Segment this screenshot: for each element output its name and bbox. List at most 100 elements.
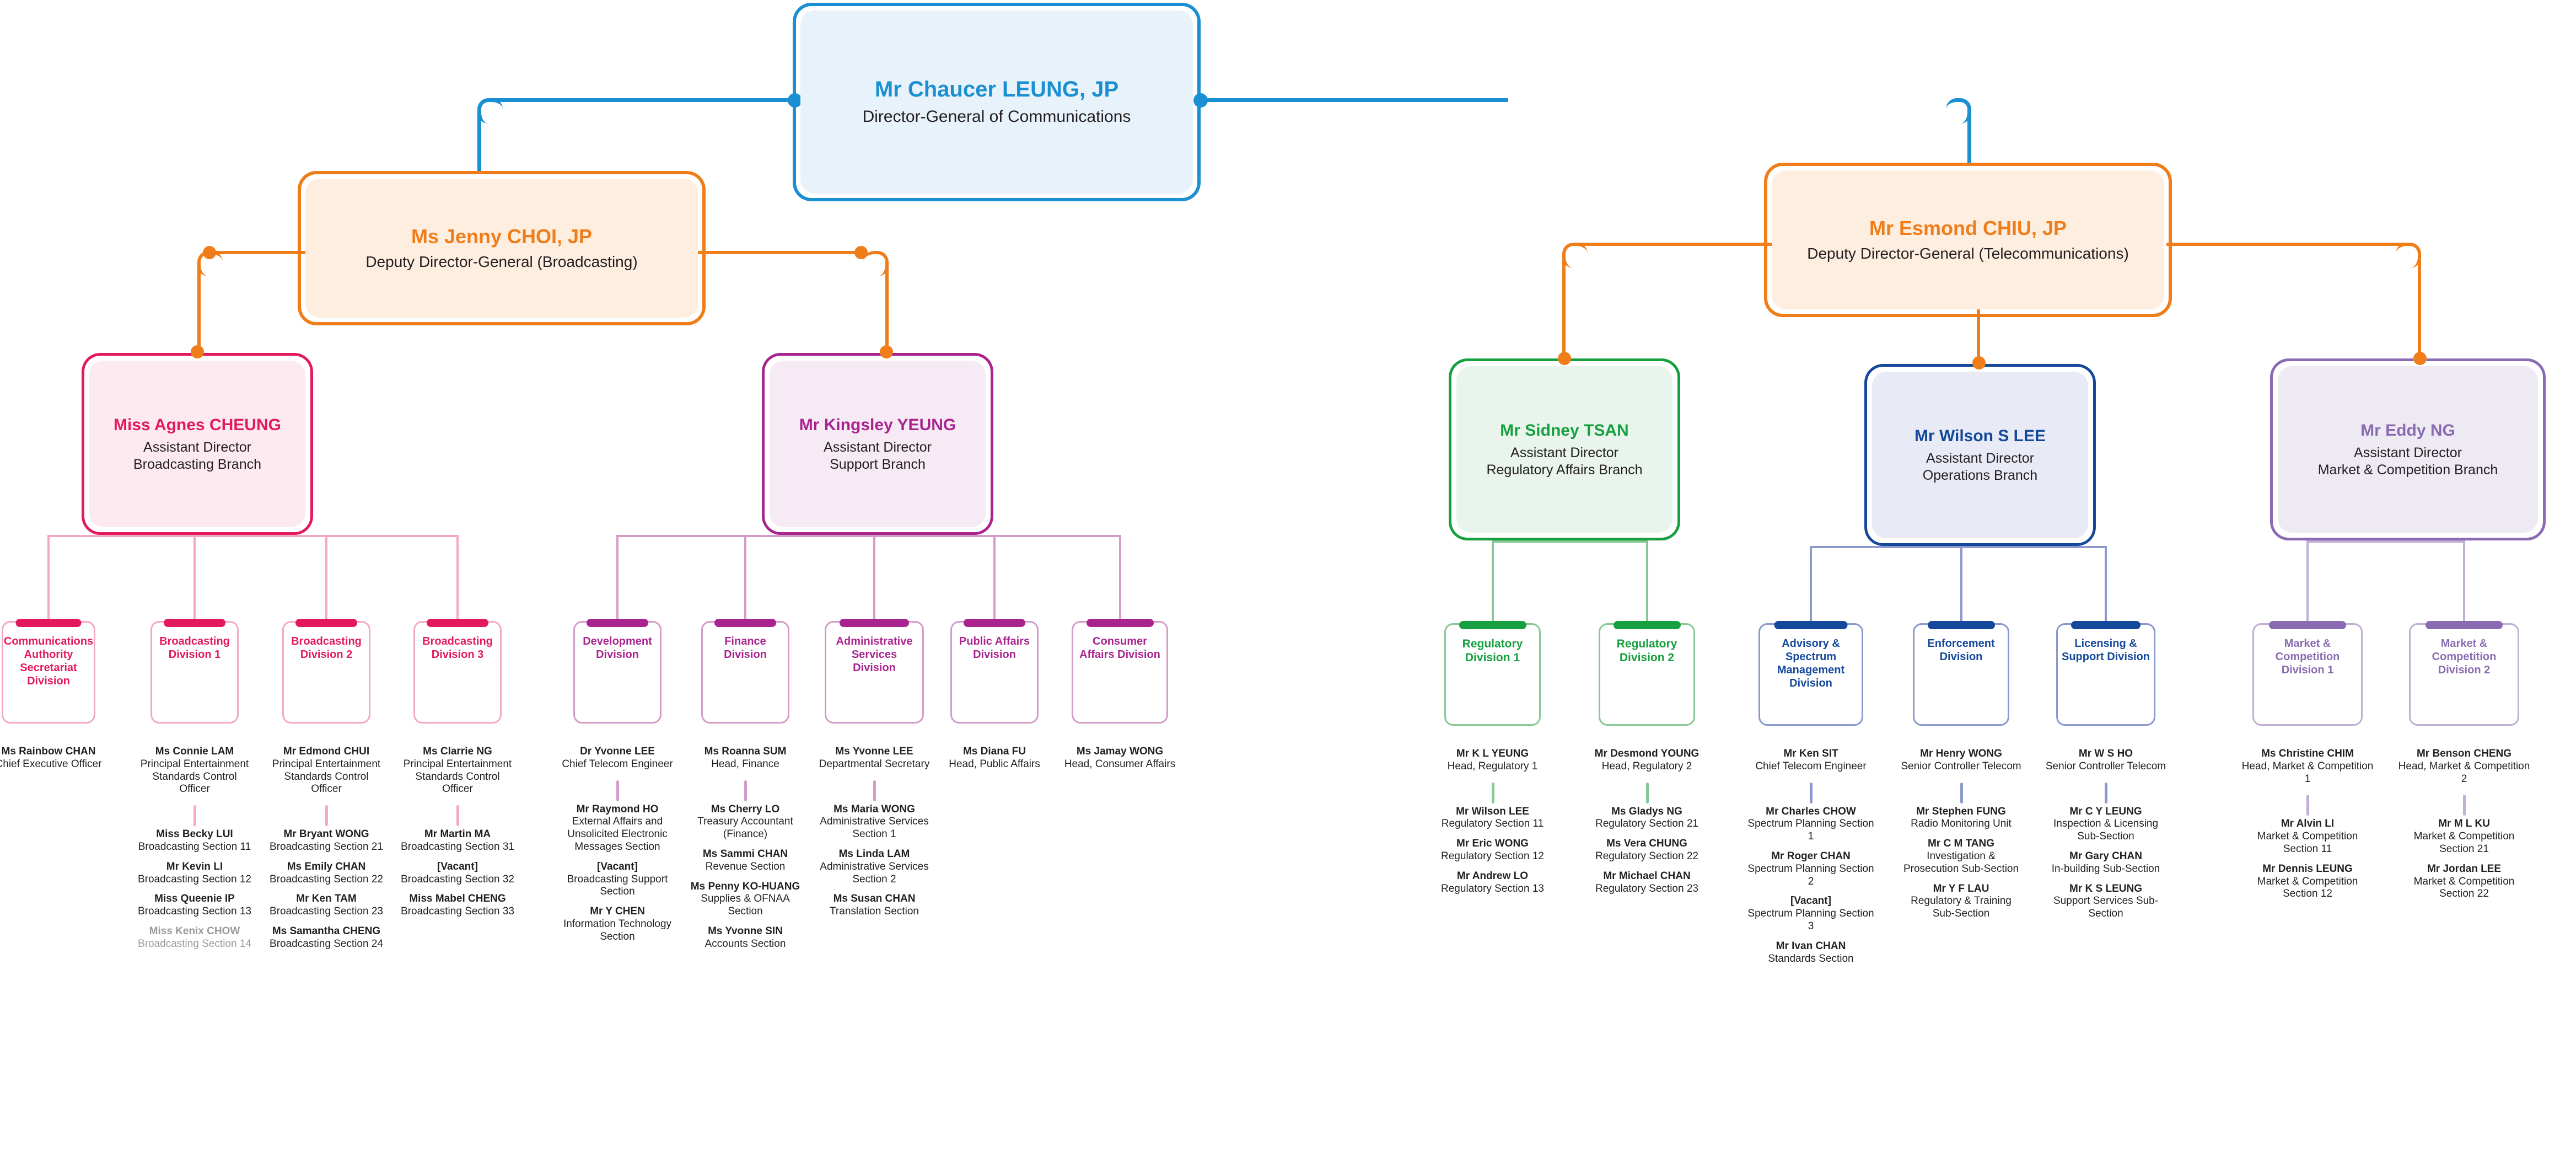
- division-chip[interactable]: Administrative Services Division: [825, 619, 924, 724]
- division-chip[interactable]: Regulatory Division 2: [1599, 621, 1695, 726]
- division-chip[interactable]: Communications Authority Secretariat Div…: [2, 619, 95, 724]
- person-title: Deputy Director-General (Telecommunicati…: [1807, 245, 2129, 263]
- division-chip[interactable]: Broadcasting Division 1: [150, 619, 239, 724]
- staff-role: Administrative Services Section 1: [820, 816, 929, 840]
- division-chip[interactable]: Advisory & Spectrum Management Division: [1758, 621, 1863, 726]
- division-chip[interactable]: Finance Division: [701, 619, 789, 724]
- division-label: Advisory & Spectrum Management Division: [1777, 638, 1845, 689]
- staff-role: Senior Controller Telecom: [1901, 760, 2021, 772]
- connector-line: [1118, 535, 1121, 620]
- chip-tab: [1927, 621, 1995, 629]
- division-chip[interactable]: Regulatory Division 1: [1444, 621, 1541, 726]
- staff-role: Standards Section: [1768, 952, 1854, 965]
- connector-line: [1200, 98, 1508, 102]
- staff-role: Principal Entertainment Standards Contro…: [140, 758, 249, 795]
- chip-tab: [1774, 621, 1848, 629]
- head-stub: [456, 805, 459, 827]
- connector-line: [993, 535, 996, 620]
- division-chip[interactable]: Market & Competition Division 2: [2409, 621, 2519, 726]
- division-chip[interactable]: Broadcasting Division 3: [413, 619, 502, 724]
- connector-line: [1810, 546, 2107, 548]
- staff-name: Mr Henry WONG: [1920, 748, 2002, 759]
- staff-name: Mr C Y LEUNG: [2069, 805, 2142, 817]
- division-chip[interactable]: Licensing & Support Division: [2056, 621, 2155, 726]
- staff-role: Translation Section: [830, 906, 919, 918]
- staff-name: Ms Yvonne LEE: [835, 746, 913, 757]
- division-chip[interactable]: Enforcement Division: [1913, 621, 2009, 726]
- connector-line: [2418, 255, 2421, 358]
- staff-role: Investigation & Prosecution Sub-Section: [1903, 850, 2019, 875]
- staff-role: Market & Competition Section 11: [2257, 831, 2358, 855]
- connector-line: [1491, 540, 1494, 622]
- staff-role: Head, Regulatory 2: [1601, 760, 1692, 772]
- division-label: Licensing & Support Division: [2062, 638, 2150, 663]
- connector-dot: [203, 246, 216, 259]
- staff-name: Dr Yvonne LEE: [580, 746, 655, 757]
- division-chip[interactable]: Development Division: [573, 619, 662, 724]
- chip-tab: [1613, 621, 1681, 629]
- staff-role: Principal Entertainment Standards Contro…: [403, 758, 512, 795]
- staff-role: Broadcasting Section 11: [138, 840, 251, 853]
- staff-name: Miss Queenie IP: [154, 893, 235, 905]
- connector-line: [1645, 540, 1648, 622]
- division-chip[interactable]: Market & Competition Division 1: [2252, 621, 2363, 726]
- head-stub: [1645, 782, 1649, 804]
- division-label: Administrative Services Division: [836, 635, 913, 674]
- division-label: Consumer Affairs Division: [1079, 635, 1160, 661]
- person-name: Miss Agnes CHEUNG: [114, 415, 281, 434]
- division-chip[interactable]: Public Affairs Division: [950, 619, 1039, 724]
- staff-name: Mr K L YEUNG: [1456, 748, 1529, 759]
- connector-line: [1810, 546, 1812, 622]
- staff-role: Radio Monitoring Unit: [1911, 818, 2012, 830]
- staff-role: Broadcasting Section 23: [270, 906, 383, 918]
- staff-role: Regulatory Section 22: [1595, 850, 1698, 862]
- division-chip[interactable]: Consumer Affairs Division: [1072, 619, 1168, 724]
- staff-role: Spectrum Planning Section 2: [1747, 863, 1874, 887]
- division-chip[interactable]: Broadcasting Division 2: [282, 619, 370, 724]
- staff-name: Ms Penny KO-HUANG: [690, 880, 800, 892]
- connector-dot: [854, 246, 868, 259]
- staff-name: Ms Connie LAM: [155, 746, 234, 757]
- connector-line: [2306, 540, 2465, 543]
- staff-role: Head, Market & Competition 1: [2241, 760, 2374, 785]
- connector-line: [885, 264, 889, 353]
- connector-line: [744, 535, 746, 620]
- staff-name: Ms Linda LAM: [838, 848, 910, 860]
- staff-name: Mr Ivan CHAN: [1776, 940, 1846, 952]
- card-background: [89, 361, 305, 527]
- connector-line: [1979, 546, 1981, 548]
- connector-line: [616, 535, 619, 620]
- staff-name: Mr Edmond CHUI: [283, 746, 370, 757]
